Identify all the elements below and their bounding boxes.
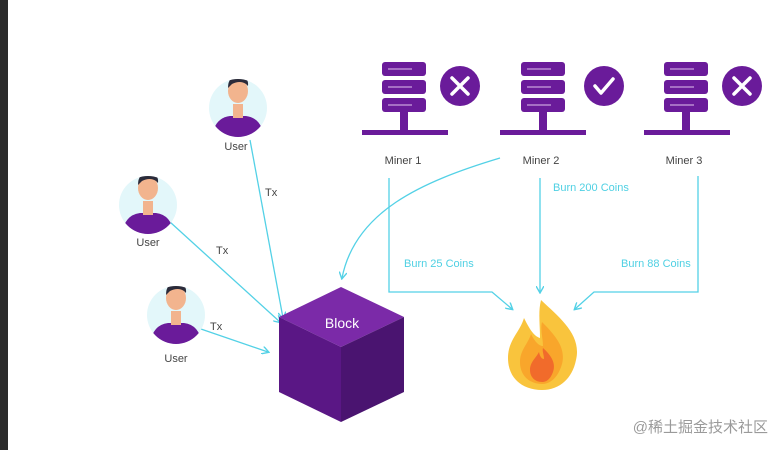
miner-1-label: Miner 1 <box>385 155 422 167</box>
tx-arrow-user-3 <box>197 327 268 352</box>
x-icon <box>722 66 762 106</box>
tx-arrow-user-1 <box>249 139 283 318</box>
block-top-face <box>279 287 404 347</box>
server-icon <box>500 62 586 135</box>
user-avatar-icon <box>150 286 202 344</box>
burn-line-miner-1 <box>388 178 512 309</box>
burn-label-miner-1: Burn 25 Coins <box>404 258 474 270</box>
block-label: Block <box>325 315 360 331</box>
block-left-face <box>279 317 341 422</box>
user-3-label: User <box>164 353 188 365</box>
user-1: User <box>209 79 267 153</box>
user-1-label: User <box>224 141 248 153</box>
server-icon <box>362 62 448 135</box>
miner-2-to-block-arrow <box>342 157 501 278</box>
tx-label-1: Tx <box>265 187 278 199</box>
tx-label-3: Tx <box>210 321 223 333</box>
server-icon <box>644 62 730 135</box>
block-cube: Block <box>279 287 404 422</box>
miner-2: Miner 2 <box>500 62 624 167</box>
burn-label-miner-3: Burn 88 Coins <box>621 258 691 270</box>
miner-1: Miner 1 <box>362 62 480 167</box>
tx-arrow-user-2 <box>169 221 280 322</box>
user-avatar-icon <box>122 176 174 234</box>
miner-2-label: Miner 2 <box>523 155 560 167</box>
burn-label-miner-2: Burn 200 Coins <box>553 182 629 194</box>
check-icon <box>584 66 624 106</box>
left-edge-bar <box>0 0 8 450</box>
user-2: User <box>119 176 177 249</box>
x-icon <box>440 66 480 106</box>
block-right-face <box>341 317 404 422</box>
fire-icon <box>508 300 578 390</box>
user-avatar-icon <box>212 79 264 137</box>
tx-label-2: Tx <box>216 245 229 257</box>
user-3: User <box>147 286 205 365</box>
miner-3: Miner 3 <box>644 62 762 167</box>
burn-line-miner-3 <box>575 176 699 309</box>
connector-lines <box>169 139 699 352</box>
watermark-text: @稀土掘金技术社区 <box>633 419 768 436</box>
miner-3-label: Miner 3 <box>666 155 703 167</box>
user-2-label: User <box>136 237 160 249</box>
